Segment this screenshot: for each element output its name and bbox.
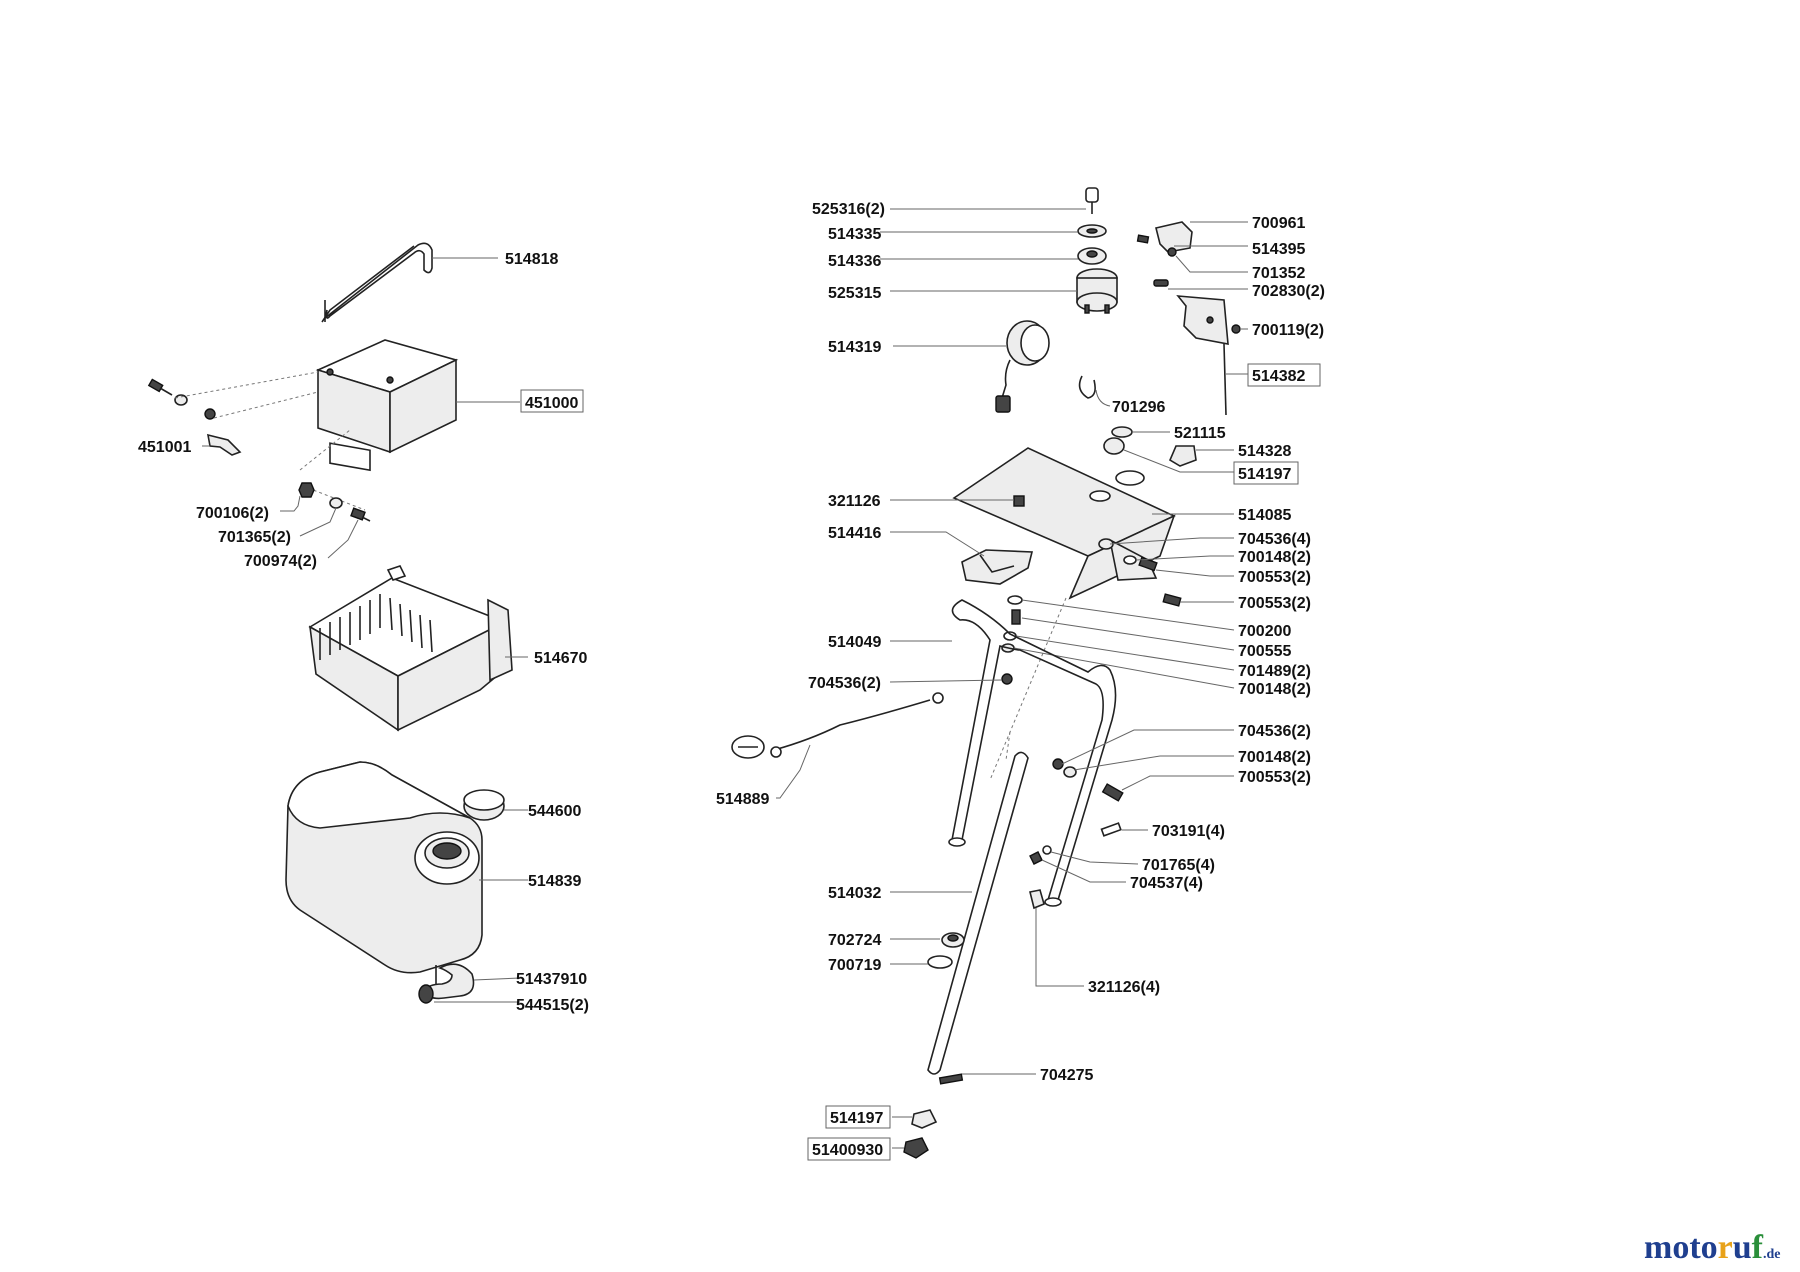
- battery-clamp: [147, 371, 319, 456]
- label-700719: 700719: [828, 957, 881, 974]
- label-701365: 701365(2): [218, 529, 291, 546]
- dash-grommets: [1103, 426, 1234, 473]
- label-514197-top: 514197: [1238, 466, 1291, 483]
- label-544515: 544515(2): [516, 997, 589, 1014]
- label-703191: 703191(4): [1152, 823, 1225, 840]
- hour-meter: [893, 320, 1050, 413]
- label-701765: 701765(4): [1142, 857, 1215, 874]
- fuel-cap: [463, 789, 528, 821]
- label-702830: 702830(2): [1252, 283, 1325, 300]
- label-700200: 700200: [1238, 623, 1291, 640]
- holder-514416: [890, 531, 1034, 585]
- label-321126-4: 321126(4): [1088, 979, 1160, 996]
- label-700148-c: 700148(2): [1238, 749, 1311, 766]
- label-514328: 514328: [1238, 443, 1291, 460]
- handlebar: [890, 599, 1117, 907]
- ground-cable: [731, 692, 944, 799]
- label-514336: 514336: [828, 253, 881, 270]
- label-514085: 514085: [1238, 507, 1291, 524]
- label-514197-bottom: 514197: [830, 1110, 883, 1127]
- handle-hardware-mid: [1052, 729, 1234, 802]
- label-701296: 701296: [1112, 399, 1165, 416]
- ignition-nut: [880, 247, 1107, 265]
- box-51400930: [807, 1137, 891, 1161]
- label-704536-right: 704536(2): [1238, 723, 1311, 740]
- label-704536-4: 704536(4): [1238, 531, 1311, 548]
- clip-321126-4: [1029, 889, 1084, 987]
- label-321126: 321126: [828, 493, 881, 510]
- label-700974: 700974(2): [244, 553, 317, 570]
- battery-fasteners: [280, 429, 371, 559]
- label-514335: 514335: [828, 226, 881, 243]
- label-451000: 451000: [525, 395, 578, 412]
- ignition-switch: [890, 268, 1118, 314]
- label-514032: 514032: [828, 885, 881, 902]
- label-700119: 700119(2): [1252, 322, 1324, 339]
- label-514889: 514889: [716, 791, 769, 808]
- label-514818: 514818: [505, 251, 558, 268]
- label-544600: 544600: [528, 803, 581, 820]
- box-514382: [1247, 363, 1321, 387]
- rod-bushing: [890, 932, 965, 948]
- ignition-washer: [880, 224, 1107, 238]
- handle-hardware-top: [1001, 595, 1235, 689]
- battery-tray: [308, 565, 528, 732]
- label-514382: 514382: [1252, 368, 1305, 385]
- label-704275: 704275: [1040, 1067, 1093, 1084]
- spring-pin: [938, 1073, 1036, 1085]
- label-700148-b: 700148(2): [1238, 681, 1311, 698]
- label-700553-c: 700553(2): [1238, 769, 1311, 786]
- part-labels: 514818 451000 451001 700106(2) 701365(2)…: [138, 201, 1325, 1161]
- clip-701296: [1078, 375, 1111, 407]
- label-700961: 700961: [1252, 215, 1305, 232]
- label-525315: 525315: [828, 285, 881, 302]
- label-514395: 514395: [1252, 241, 1305, 258]
- panel-hardware: [1098, 537, 1234, 607]
- label-51400930: 51400930: [812, 1142, 883, 1159]
- label-514319: 514319: [828, 339, 881, 356]
- box-514197-top: [1233, 461, 1299, 485]
- label-514839: 514839: [528, 873, 581, 890]
- label-514416: 514416: [828, 525, 881, 542]
- motoruf-logo: motoruf.de: [1644, 1229, 1781, 1266]
- ignition-key: [890, 187, 1099, 214]
- brake-switch-cover: [1136, 221, 1248, 273]
- battery-strap: [321, 242, 498, 323]
- rod-knob: [892, 1137, 929, 1159]
- label-700553-a: 700553(2): [1238, 569, 1311, 586]
- label-702724: 702724: [828, 932, 881, 949]
- rod-washer: [890, 955, 953, 969]
- label-700553-b: 700553(2): [1238, 595, 1311, 612]
- dash-panel: [952, 447, 1234, 781]
- label-700106: 700106(2): [196, 505, 269, 522]
- label-451001: 451001: [138, 439, 191, 456]
- label-704536-left: 704536(2): [808, 675, 881, 692]
- label-51437910: 51437910: [516, 971, 587, 988]
- nut-704536-left: [889, 673, 1013, 685]
- label-700555: 700555: [1238, 643, 1291, 660]
- label-700148-a: 700148(2): [1238, 549, 1311, 566]
- label-514670: 514670: [534, 650, 587, 667]
- box-514197-bottom: [825, 1105, 891, 1129]
- label-514049: 514049: [828, 634, 881, 651]
- rod-grommet-bottom: [892, 1109, 938, 1129]
- battery: [315, 339, 520, 472]
- label-521115: 521115: [1174, 425, 1226, 442]
- label-701489: 701489(2): [1238, 663, 1311, 680]
- control-rod: [890, 731, 1029, 1075]
- handle-hardware-low: [1029, 822, 1148, 883]
- fuel-hose: [418, 963, 521, 1004]
- label-701352: 701352: [1252, 265, 1305, 282]
- box-451000: [520, 389, 584, 413]
- switch-bracket: [1153, 279, 1248, 416]
- svg-text:motoruf.de: motoruf.de: [1644, 1229, 1781, 1266]
- fuel-tank: [285, 761, 528, 985]
- label-525316: 525316(2): [812, 201, 885, 218]
- label-704537: 704537(4): [1130, 875, 1203, 892]
